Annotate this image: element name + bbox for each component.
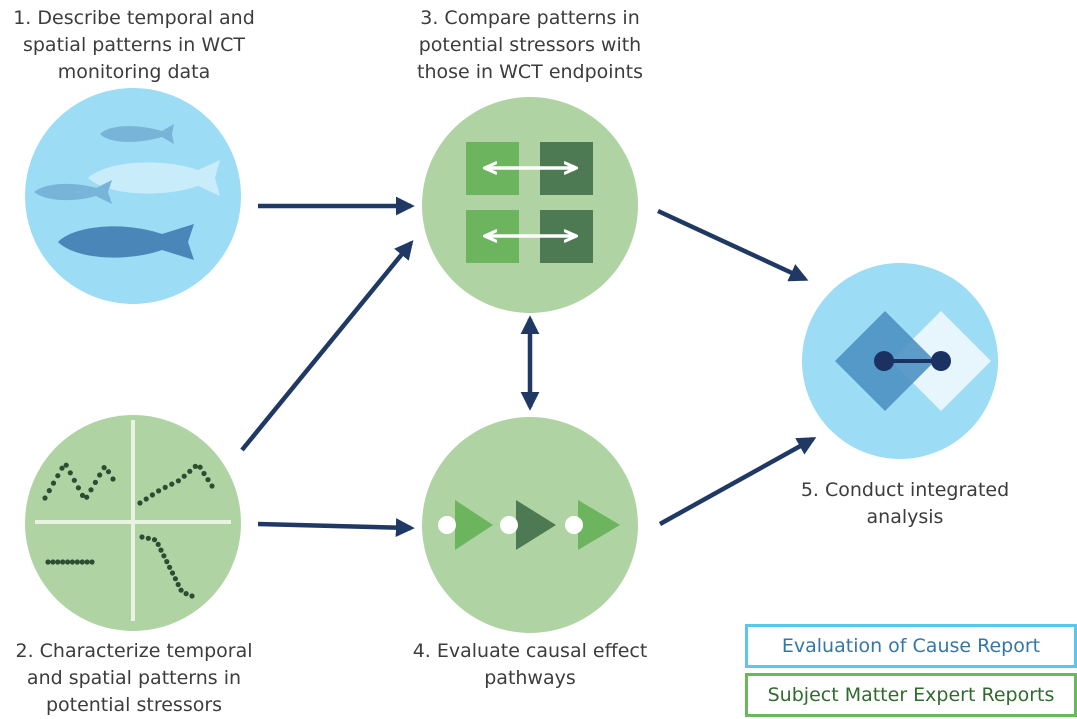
legend-subject-matter-expert: Subject Matter Expert Reports: [745, 673, 1077, 717]
arrow-2-to-3: [240, 240, 414, 452]
fish-icon: [34, 124, 220, 260]
trend-dot: [88, 487, 94, 493]
trend-dot: [97, 472, 103, 478]
trend-dot: [209, 483, 215, 489]
pathway-icon: [438, 500, 620, 550]
legend-evaluation-of-cause: Evaluation of Cause Report: [745, 624, 1077, 668]
trend-dot: [50, 559, 56, 565]
trend-dot: [169, 570, 176, 576]
trend-dot: [189, 593, 195, 599]
trend-dot: [201, 470, 207, 477]
trend-dot: [137, 500, 143, 506]
step3-circle: [422, 97, 638, 313]
step2-label-line1: 2. Characterize temporal: [15, 640, 253, 662]
step5-label: 5. Conduct integrated analysis: [790, 477, 1020, 531]
integrated-diamond-icon: [835, 311, 991, 411]
trend-dot: [59, 465, 65, 471]
trend-dot: [45, 559, 51, 565]
trend-dot: [89, 559, 95, 565]
step5-label-line1: 5. Conduct integrated: [800, 479, 1010, 501]
trend-dot: [50, 480, 57, 486]
step3-label-line2: potential stressors with: [418, 34, 642, 56]
trend-dot: [42, 495, 48, 501]
trend-dot: [143, 496, 149, 502]
trend-dot: [101, 465, 107, 471]
trend-dot: [192, 463, 198, 469]
trend-dot: [145, 535, 151, 541]
arrow-4-to-5: [658, 437, 817, 526]
trend-dot: [169, 481, 175, 487]
step2-label-line2: and spatial patterns in: [26, 667, 242, 689]
compare-arrows-icon: [466, 142, 593, 263]
trend-dot: [187, 468, 193, 474]
trend-dot: [60, 559, 66, 565]
step1-label-line2: spatial patterns in WCT: [22, 34, 246, 56]
dot-plot-icon: [35, 420, 231, 621]
trend-dot: [197, 464, 203, 470]
step3-label-line1: 3. Compare patterns in: [420, 7, 640, 29]
trend-dot: [55, 559, 61, 565]
arrow-2-to-4: [257, 518, 415, 538]
trend-dot: [151, 537, 158, 543]
step3-label-line3: those in WCT endpoints: [417, 61, 643, 83]
step1-label-line1: 1. Describe temporal and: [13, 7, 255, 29]
trend-dot: [79, 559, 85, 565]
trend-dot: [149, 492, 155, 498]
trend-dot: [84, 559, 90, 565]
trend-dot: [178, 587, 184, 593]
trend-dot: [167, 564, 173, 570]
trend-dot: [162, 484, 168, 490]
trend-dot: [172, 576, 178, 582]
trend-dot: [110, 476, 116, 482]
trend-dot: [75, 485, 81, 491]
trend-dot: [46, 488, 52, 494]
trend-dot: [158, 547, 164, 553]
step4-label-line1: 4. Evaluate causal effect: [412, 640, 648, 662]
legend-subject-matter-expert-label: Subject Matter Expert Reports: [767, 684, 1055, 706]
trend-dot: [175, 478, 181, 484]
trend-dot: [55, 473, 61, 479]
step5-circle: [802, 263, 998, 459]
trend-dot: [161, 553, 167, 559]
step2-circle: [25, 415, 241, 631]
trend-dot: [181, 473, 187, 479]
trend-dot: [69, 559, 75, 565]
step2-label-line3: potential stressors: [45, 694, 223, 716]
arrow-3-to-5: [657, 208, 809, 282]
trend-dot: [155, 541, 161, 548]
step1-circle: [25, 88, 241, 304]
step4-label: 4. Evaluate causal effect pathways: [395, 638, 665, 692]
trend-dot: [156, 488, 162, 494]
step4-label-line2: pathways: [484, 667, 576, 689]
trend-dot: [175, 581, 181, 588]
trend-dot: [79, 492, 86, 498]
step4-circle: [422, 417, 638, 633]
trend-dot: [65, 559, 71, 565]
step2-label: 2. Characterize temporal and spatial pat…: [0, 638, 268, 719]
trend-dot: [63, 462, 69, 468]
trend-dot: [164, 559, 170, 565]
trend-dot: [71, 477, 77, 483]
trend-dot: [84, 494, 90, 500]
flow-arrows: [240, 196, 817, 538]
step1-label: 1. Describe temporal and spatial pattern…: [0, 5, 268, 86]
trend-dot: [105, 469, 112, 475]
trend-dot: [205, 477, 211, 483]
trend-dot: [139, 534, 145, 540]
step3-label: 3. Compare patterns in potential stresso…: [395, 5, 665, 86]
legend-evaluation-of-cause-label: Evaluation of Cause Report: [781, 635, 1041, 657]
trend-dot: [74, 559, 80, 565]
trend-dot: [183, 591, 189, 597]
trend-dot: [92, 479, 98, 485]
step5-label-line2: analysis: [866, 506, 944, 528]
trend-dot: [67, 470, 73, 476]
step1-label-line3: monitoring data: [57, 61, 211, 83]
